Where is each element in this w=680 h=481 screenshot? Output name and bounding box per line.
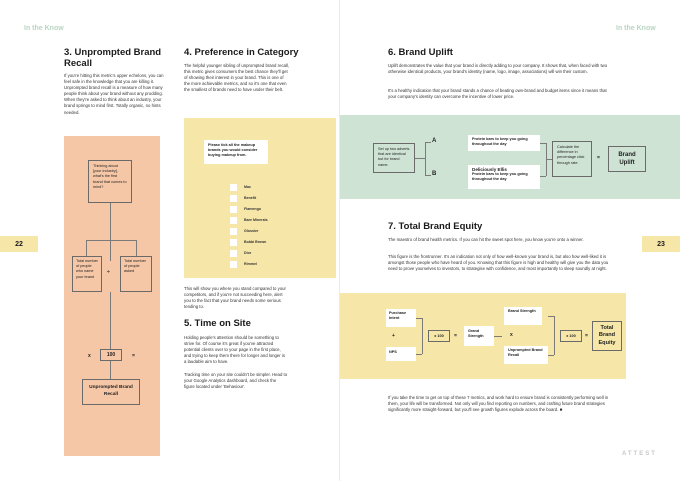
total-named-box: Total number of people who name your bra… (72, 256, 102, 292)
section-5-body-1: Holding people's attention should be som… (184, 335, 286, 365)
section-7-body-2: This figure is the frontrunner. It's an … (388, 254, 609, 272)
connector-line (416, 318, 422, 319)
connector-line (548, 316, 554, 317)
survey-prompt: Please tick all the makeup brands you wo… (204, 140, 268, 164)
connector-line (540, 176, 546, 177)
checkbox (230, 250, 237, 257)
checkbox (230, 217, 237, 224)
connector-line (86, 240, 87, 256)
unprompted-recall-result: Unprompted Brand Recall (82, 379, 140, 405)
unprompted-recall-diagram: Thinking about [your industry], what's t… (64, 136, 160, 456)
equals-operator: = (597, 155, 600, 161)
connector-line (416, 354, 422, 355)
x100-box: x 100 (428, 330, 450, 342)
closing-paragraph: If you take the time to get on top of th… (388, 395, 609, 413)
section-5-body-2: Tracking time on your site couldn't be s… (184, 372, 288, 390)
section-3-body: If you're hitting this metric's upper ec… (64, 73, 164, 115)
section-5-title: 5. Time on Site (184, 318, 251, 329)
equals-operator: = (132, 353, 135, 359)
brand-strength-box: Brand Strength (504, 307, 542, 325)
option-label: Benefit (244, 196, 257, 200)
section-7-body-1: The maestro of brand health metrics. If … (388, 237, 584, 242)
ad-b-text: Protein bars to keep you going throughou… (472, 172, 528, 182)
checkbox (230, 184, 237, 191)
total-brand-equity-diagram: Purchase Intent + NPS x 100 = Grand Stre… (340, 293, 626, 379)
setup-box: Set up two adverts that are identical bu… (373, 143, 415, 173)
section-4-title: 4. Preference in Category (184, 47, 299, 58)
connector-line (494, 336, 502, 337)
option-label: Bobbi Brown (244, 240, 267, 244)
section-3-title: 3. Unprompted Brand Recall (64, 47, 162, 69)
right-page-number: 23 (642, 236, 680, 252)
connector-line (425, 142, 431, 143)
times-operator: x (88, 353, 91, 359)
connector-line (546, 159, 552, 160)
nps-box: NPS (386, 347, 416, 361)
option-label: Mac (244, 185, 251, 189)
connector-line (548, 355, 554, 356)
option-label: Dior (244, 251, 252, 255)
section-4-after: This will show you where you stand compa… (184, 286, 286, 310)
divide-operator: ÷ (107, 269, 110, 275)
left-page: In the Know 22 3. Unprompted Brand Recal… (0, 25, 336, 456)
publisher-mark: ATTEST (622, 451, 657, 457)
option-label: Flamengo (244, 207, 261, 211)
checkbox (230, 261, 237, 268)
times-operator: x (510, 332, 513, 338)
connector-line (425, 142, 426, 175)
purchase-intent-box: Purchase Intent (386, 309, 416, 327)
left-page-number: 22 (0, 236, 38, 252)
connector-line (425, 175, 431, 176)
connector-line (110, 292, 111, 350)
ad-b-brand: Deliciously Ellis (472, 167, 507, 172)
option-label: Bare Minerals (244, 218, 268, 222)
brand-uplift-result: Brand Uplift (608, 146, 646, 172)
option-label: Glossier (244, 229, 259, 233)
ad-b-box: Deliciously Ellis Protein bars to keep y… (468, 165, 540, 189)
section-6-body-2: It's a healthy indication that your bran… (388, 88, 607, 100)
variant-b-label: B (432, 171, 437, 177)
connector-line (415, 158, 425, 159)
equals-operator: = (585, 333, 588, 339)
option-label: Rimmel (244, 262, 257, 266)
connector-line (110, 361, 111, 379)
checkbox (230, 228, 237, 235)
total-asked-box: Total number of people asked (120, 256, 152, 292)
section-6-body-1: Uplift demonstrates the value that your … (388, 63, 608, 75)
grand-strength-box: Grand Strength (464, 326, 494, 346)
plus-operator: + (392, 333, 395, 339)
section-7-title: 7. Total Brand Equity (388, 221, 483, 232)
calculate-box: Calculate the difference in percentage c… (552, 141, 592, 177)
ad-a-box: Protein bars to keep you going throughou… (468, 135, 540, 151)
variant-a-label: A (432, 138, 437, 144)
checkbox (230, 206, 237, 213)
question-box: Thinking about [your industry], what's t… (88, 160, 132, 203)
total-brand-equity-result: Total Brand Equity (592, 321, 622, 351)
preference-survey-panel: Please tick all the makeup brands you wo… (184, 118, 336, 278)
right-page: In the Know 23 6. Brand Uplift Uplift de… (340, 0, 680, 481)
right-running-title: In the Know (616, 25, 656, 32)
connector-line (136, 240, 137, 256)
section-4-body: The helpful younger sibling of unprompte… (184, 63, 290, 93)
left-running-title: In the Know (24, 25, 64, 32)
equals-operator: = (454, 333, 457, 339)
connector-line (110, 203, 111, 261)
connector-line (540, 143, 546, 144)
brand-uplift-diagram: Set up two adverts that are identical bu… (340, 115, 680, 199)
x100-box: x 100 (560, 330, 582, 342)
connector-line (554, 316, 555, 355)
connector-line (422, 318, 423, 354)
connector-line (86, 240, 136, 241)
checkbox (230, 195, 237, 202)
hundred-box: 100 (100, 349, 122, 361)
unprompted-recall-box: Unprompted Brand Recall (504, 346, 548, 364)
checkbox (230, 239, 237, 246)
section-6-title: 6. Brand Uplift (388, 47, 453, 58)
